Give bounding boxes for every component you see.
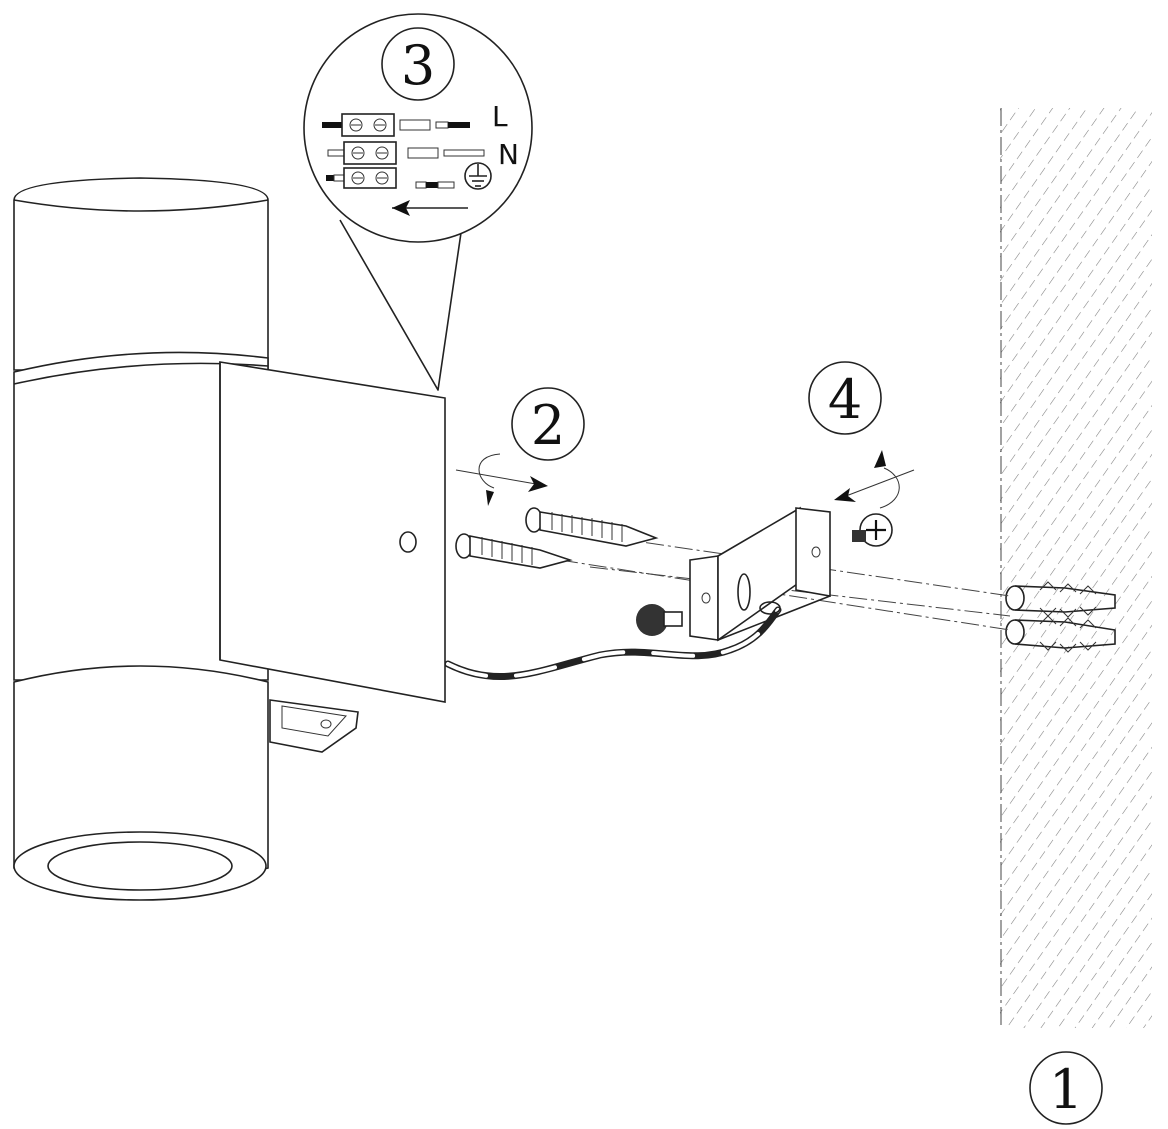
bracket-screw-right — [852, 513, 893, 547]
svg-text:3: 3 — [401, 34, 435, 97]
wall-lamp — [13, 177, 446, 901]
long-screw-upper — [525, 507, 659, 547]
long-screw-lower — [455, 533, 573, 569]
live-wire-label: L — [492, 100, 508, 133]
mounting-bracket — [689, 506, 831, 642]
bracket-fix-arrow — [834, 450, 915, 509]
alignment-line-lower — [559, 559, 1011, 631]
wall-plug-lower — [1005, 615, 1116, 653]
bracket-screw-left — [636, 604, 683, 636]
step-4-marker: 4 — [808, 361, 882, 435]
svg-text:2: 2 — [531, 394, 565, 457]
step-1-marker: 1 — [1029, 1051, 1103, 1125]
screw-in-arrow — [455, 453, 548, 506]
svg-text:1: 1 — [1049, 1058, 1083, 1121]
wall-plug-upper — [1005, 581, 1116, 618]
neutral-wire-label: N — [498, 138, 519, 171]
svg-text:4: 4 — [828, 368, 862, 431]
wiring-detail-callout: L N — [303, 13, 533, 391]
step-2-marker: 2 — [511, 387, 585, 461]
earth-ground-icon — [464, 162, 492, 190]
wall — [1000, 108, 1152, 1028]
step-3-marker: 3 — [381, 27, 455, 101]
